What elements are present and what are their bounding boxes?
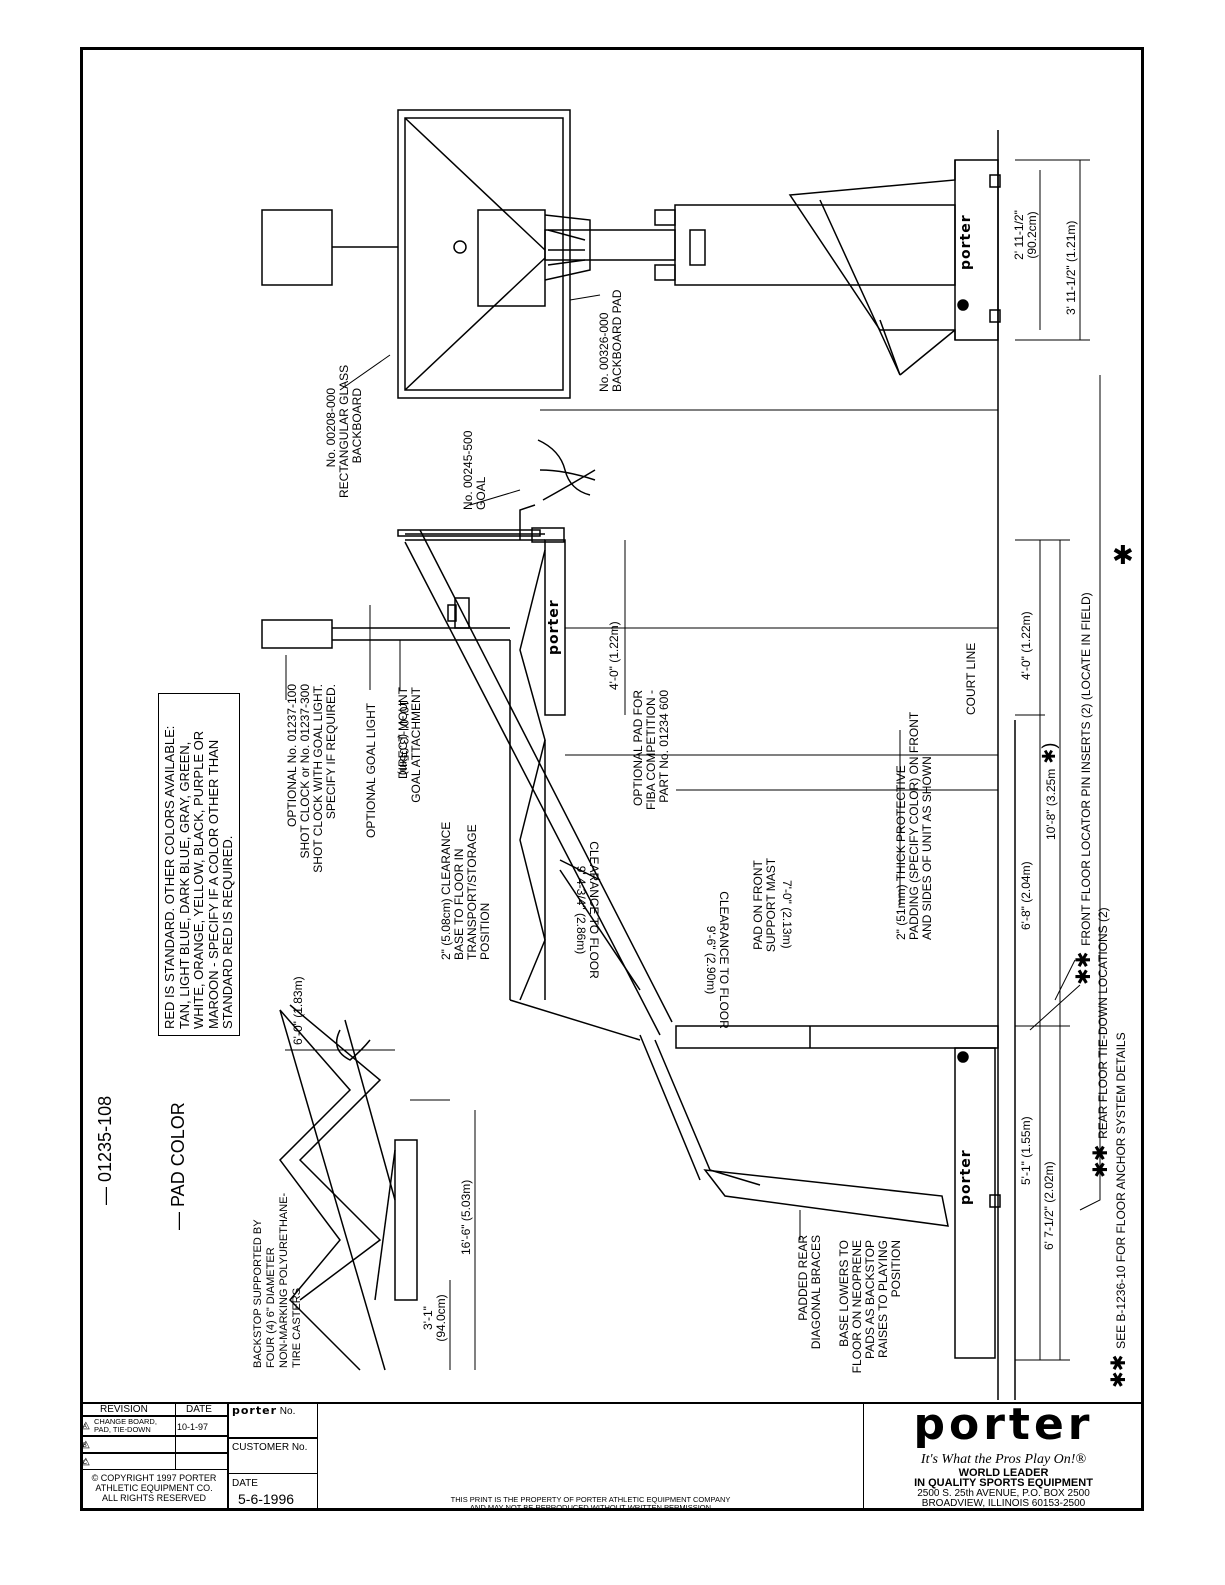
slogan: It's What the Pros Play On!® bbox=[920, 1452, 1087, 1467]
revision-b-marker: △B bbox=[82, 1439, 90, 1450]
pad-color-label: — PAD COLOR bbox=[168, 1102, 188, 1230]
dim-7-0: 7'-0" (2.13m) bbox=[780, 880, 794, 949]
date-value: 5-6-1996 bbox=[238, 1491, 295, 1507]
quality-sports: IN QUALITY SPORTS EQUIPMENT bbox=[914, 1477, 1093, 1489]
customer-no-label: CUSTOMER No. bbox=[232, 1442, 308, 1453]
revision-a-date: 10-1-97 bbox=[177, 1422, 209, 1432]
court-line-label: COURT LINE bbox=[964, 642, 978, 715]
porter-no-label: porter No. bbox=[232, 1404, 296, 1417]
boom-logo: porter bbox=[546, 599, 562, 655]
address-line-1: 2500 S. 25th AVENUE, P.O. BOX 2500 bbox=[917, 1488, 1090, 1499]
revision-a-marker: △A bbox=[82, 1420, 90, 1431]
date-header: DATE bbox=[186, 1404, 212, 1415]
goal-light-note: OPTIONAL GOAL LIGHT bbox=[364, 702, 378, 838]
stored-base bbox=[394, 1139, 418, 1301]
dim-2-11: 2' 11-1/2"(90.2cm) bbox=[1012, 210, 1039, 260]
anchor-details-note: ✱✱ SEE B-1236-10 FOR FLOOR ANCHOR SYSTEM… bbox=[1108, 1032, 1130, 1388]
rear-base bbox=[954, 1047, 996, 1359]
base-logo-rear: porter bbox=[958, 1149, 974, 1205]
dim-10-0: 10'-0" (3.05m) bbox=[397, 700, 411, 776]
rear-tiedown-note: ✱✱ REAR FLOOR TIE-DOWN LOCATIONS (2) bbox=[1090, 907, 1112, 1178]
title-block: REVISION DATE △A CHANGE BOARD,PAD, TIE-D… bbox=[80, 1399, 1144, 1512]
rear-diagonal-brace bbox=[703, 1169, 949, 1227]
porter-logo: porter bbox=[913, 1399, 1094, 1450]
property-notice: THIS PRINT IS THE PROPERTY OF PORTER ATH… bbox=[450, 1495, 731, 1512]
color-options-note: RED IS STANDARD. OTHER COLORS AVAILABLE:… bbox=[158, 693, 240, 1036]
revision-header: REVISION bbox=[100, 1404, 148, 1415]
dim-4-0-a: 4'-0" (1.22m) bbox=[607, 621, 621, 690]
backboard-side bbox=[397, 529, 541, 537]
front-support-mast bbox=[675, 1025, 999, 1049]
front-floor-inserts-note: ✱✱ FRONT FLOOR LOCATOR PIN INSERTS (2) (… bbox=[1073, 592, 1095, 985]
revision-c-marker: △C bbox=[82, 1456, 90, 1467]
shot-clock-side bbox=[261, 619, 333, 649]
dim-5-1: 5'-1" (1.55m) bbox=[1019, 1116, 1033, 1185]
dim-10-8: 10'-8" (3.25m ✱) bbox=[1039, 742, 1059, 840]
world-leader: WORLD LEADER bbox=[958, 1467, 1049, 1479]
dim-3-1: 3'-1"(94.0cm) bbox=[421, 1294, 448, 1342]
dim-6-0: 6'-0" (1.83m) bbox=[291, 976, 305, 1045]
asterisk-marker: ✱ bbox=[1112, 540, 1134, 570]
date-label: DATE bbox=[232, 1478, 258, 1489]
dim-3-11: 3' 11-1/2" (1.21m) bbox=[1064, 220, 1078, 315]
dim-6-8: 6'-8" (2.04m) bbox=[1019, 861, 1033, 930]
drawing-number: — 01235-108 bbox=[95, 1095, 115, 1205]
dim-4-0-b: 4'-0" (1.22m) bbox=[1019, 611, 1033, 680]
base-logo-front: porter bbox=[958, 214, 974, 270]
address-line-2: BROADVIEW, ILLINOIS 60153-2500 bbox=[921, 1498, 1086, 1509]
shot-clock-front bbox=[261, 209, 333, 286]
dim-6-7: 6' 7-1/2" (2.02m) bbox=[1042, 1161, 1056, 1250]
dim-16-6: 16'-6" (5.03m) bbox=[459, 1179, 473, 1255]
revision-a-text: CHANGE BOARD,PAD, TIE-DOWN bbox=[94, 1417, 157, 1434]
backboard-front bbox=[397, 109, 571, 399]
